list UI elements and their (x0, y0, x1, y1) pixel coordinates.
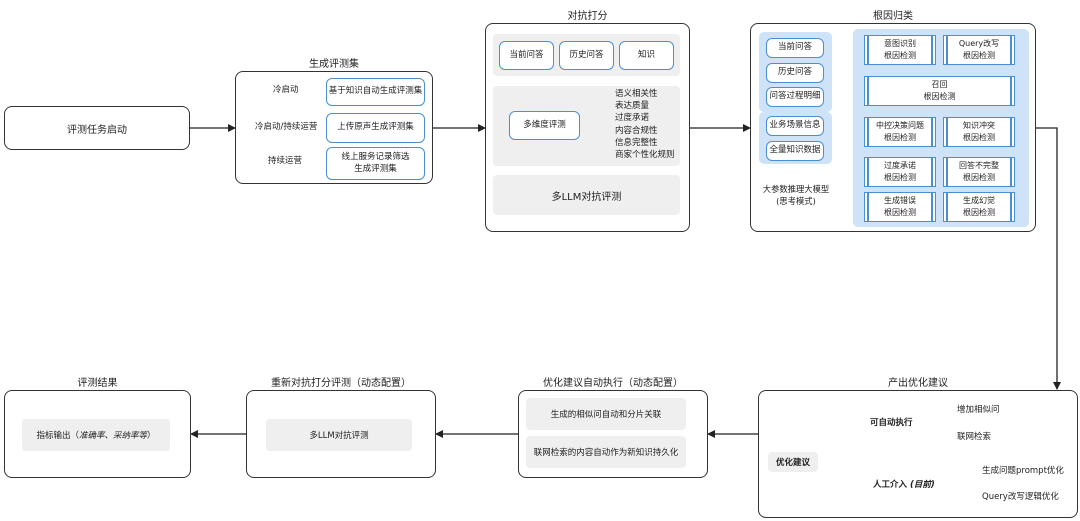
rc-knowledge-conflict: 知识冲突根因检测 (943, 117, 1015, 147)
adv-title: 对抗打分 (567, 11, 608, 22)
root-input-current-qa: 当前问答 (766, 38, 824, 58)
rerun-title: 重新对抗打分评测（动态配置） (271, 378, 411, 389)
rc-overpromise: 过度承诺根因检测 (864, 157, 936, 187)
rc-intent: 意图识别根因检测 (864, 35, 936, 65)
rc-decision: 中控决策问题根因检测 (864, 117, 936, 147)
root-model-label: 大参数推理大模型 (思考模式) (762, 184, 830, 207)
opt-branch-auto: 可自动执行 (870, 418, 913, 428)
rerun-item: 多LLM对抗评测 (266, 419, 412, 451)
opt-root-node: 优化建议 (768, 452, 818, 472)
adv-input-history-qa: 历史问答 (559, 41, 614, 70)
adv-dim-6: 商家个性化规则 (615, 150, 675, 160)
rc-gen-error: 生成错误根因检测 (864, 192, 936, 222)
adv-dim-3: 过度承诺 (615, 113, 650, 123)
opt-title: 产出优化建议 (888, 378, 948, 389)
auto-title: 优化建议自动执行（动态配置） (543, 378, 683, 389)
adv-dim-1: 语义相关性 (615, 89, 658, 99)
adv-dim-2: 表达质量 (615, 101, 650, 111)
rc-hallucination: 生成幻觉根因检测 (943, 192, 1015, 222)
gen-action-1: 基于知识自动生成评测集 (326, 78, 425, 106)
root-input-process-detail: 问答过程明细 (766, 87, 824, 107)
gen-action-3: 线上服务记录筛选 生成评测集 (326, 147, 425, 180)
opt-leaf-query: Query改写逻辑优化 (982, 492, 1059, 502)
result-item: 指标输出（准确率、采纳率等） (22, 419, 170, 451)
opt-branch-manual: 人工介入 (目前) (873, 480, 935, 490)
adv-llm-panel: 多LLM对抗评测 (493, 175, 680, 215)
result-title: 评测结果 (77, 378, 118, 389)
opt-leaf-web: 联网检索 (957, 432, 992, 442)
opt-leaf-similar: 增加相似问 (957, 405, 1000, 415)
gen-trigger-1: 冷启动 (273, 85, 299, 95)
adv-llm-label: 多LLM对抗评测 (551, 191, 622, 203)
auto-item-2: 联网检索的内容自动作为新知识持久化 (526, 436, 686, 468)
adv-multi-dim: 多维度评测 (509, 111, 580, 140)
root-input-all-knowledge: 全量知识数据 (766, 141, 824, 161)
rc-incomplete: 回答不完整根因检测 (943, 157, 1015, 187)
adv-input-current-qa: 当前问答 (499, 41, 554, 70)
root-input-history-qa: 历史问答 (766, 63, 824, 83)
arrow-root-to-opt (1036, 127, 1061, 390)
gen-title: 生成评测集 (309, 59, 359, 70)
gen-trigger-3: 持续运营 (268, 156, 303, 166)
gen-trigger-2: 冷启动/持续运营 (255, 122, 318, 132)
auto-item-1: 生成的相似问自动和分片关联 (526, 398, 686, 430)
adv-dim-4: 内容合规性 (615, 126, 658, 136)
adv-input-knowledge: 知识 (619, 41, 674, 70)
gen-action-2: 上传原声生成评测集 (326, 113, 425, 143)
rc-recall: 召回根因检测 (864, 76, 1015, 106)
root-input-business: 业务场景信息 (766, 116, 824, 136)
opt-leaf-prompt: 生成问题prompt优化 (982, 466, 1064, 476)
rc-query-rewrite: Query改写根因检测 (943, 35, 1015, 65)
start-label: 评测任务启动 (67, 124, 127, 136)
root-title: 根因归类 (873, 11, 913, 22)
start-node: 评测任务启动 (4, 106, 190, 150)
adv-dim-5: 信息完整性 (615, 138, 658, 148)
